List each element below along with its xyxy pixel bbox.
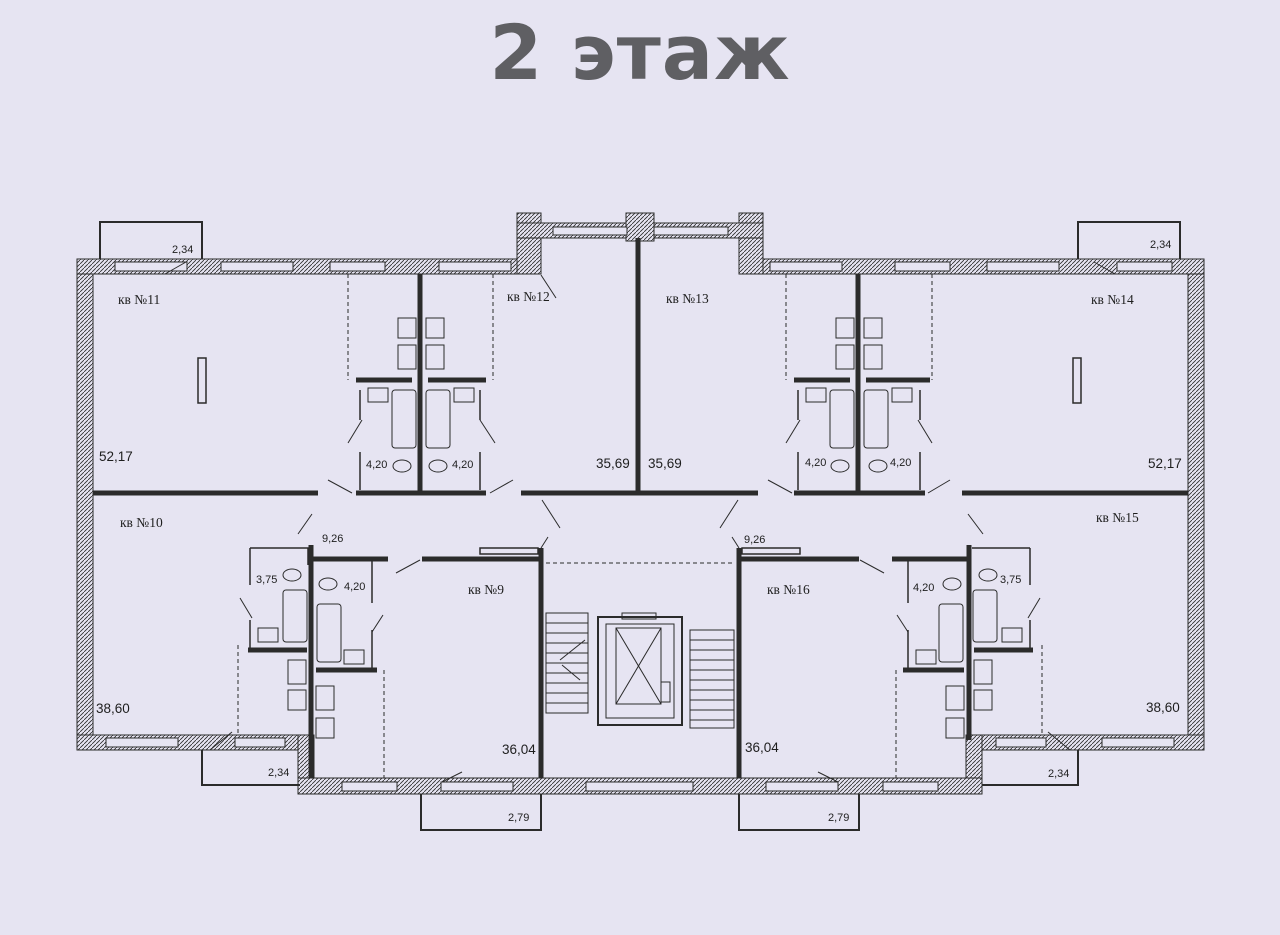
balcony-area-bottom-mid-left: 2,79 <box>508 812 529 824</box>
floor-title: 2 этаж <box>489 8 791 97</box>
kitchen-zones <box>237 274 1043 778</box>
apartment-label-9: кв №9 <box>468 582 504 597</box>
apartment-label-13: кв №13 <box>666 291 709 306</box>
apartment-label-14: кв №14 <box>1091 292 1134 307</box>
apartment-label-10: кв №10 <box>120 515 163 530</box>
apartment-label-16: кв №16 <box>767 582 810 597</box>
apartment-label-12: кв №12 <box>507 289 550 304</box>
bathroom-fixtures <box>257 387 1023 665</box>
balcony-area-bottom-mid-right: 2,79 <box>828 812 849 824</box>
apartment-labels: кв №11 кв №12 кв №13 кв №14 кв №10 кв №9… <box>118 289 1139 597</box>
apartment-label-15: кв №15 <box>1096 510 1139 525</box>
interior-walls <box>93 238 1188 778</box>
balcony-labels: 2,34 2,34 2,34 2,34 2,79 2,79 <box>172 239 1171 824</box>
hallway-area-right: 9,26 <box>744 534 765 546</box>
area-kv15: 38,60 <box>1146 700 1180 715</box>
area-kv16: 36,04 <box>745 740 779 755</box>
area-labels: 52,17 35,69 35,69 52,17 38,60 36,04 36,0… <box>96 449 1182 757</box>
apartment-label-11: кв №11 <box>118 292 160 307</box>
bath-area-14: 4,20 <box>890 457 911 469</box>
doors <box>164 261 1116 783</box>
area-kv13: 35,69 <box>648 456 682 471</box>
hallway-area-left: 9,26 <box>322 533 343 545</box>
balcony-area-bottom-left: 2,34 <box>268 767 289 779</box>
area-kv11: 52,17 <box>99 449 133 464</box>
bath-area-11: 4,20 <box>366 459 387 471</box>
bathroom-area-labels: 4,20 4,20 4,20 4,20 3,75 4,20 4,20 3,75 <box>256 457 1021 594</box>
balcony-area-top-left: 2,34 <box>172 244 193 256</box>
bath-area-9: 4,20 <box>344 581 365 593</box>
area-kv14: 52,17 <box>1148 456 1182 471</box>
kitchen-fixtures <box>287 317 993 739</box>
bath-area-13: 4,20 <box>805 457 826 469</box>
thin-walls <box>197 357 1082 668</box>
balcony-area-bottom-right: 2,34 <box>1048 768 1069 780</box>
area-kv9: 36,04 <box>502 742 536 757</box>
bath-area-16: 4,20 <box>913 582 934 594</box>
bath-area-12: 4,20 <box>452 459 473 471</box>
area-kv10: 38,60 <box>96 701 130 716</box>
stairwell <box>545 612 735 729</box>
bath-area-15: 3,75 <box>1000 574 1021 586</box>
hallway-labels: 9,26 9,26 <box>322 533 765 546</box>
area-kv12: 35,69 <box>596 456 630 471</box>
balcony-area-top-right: 2,34 <box>1150 239 1171 251</box>
balconies <box>99 221 1181 831</box>
bath-area-10: 3,75 <box>256 574 277 586</box>
windows <box>105 226 1175 792</box>
